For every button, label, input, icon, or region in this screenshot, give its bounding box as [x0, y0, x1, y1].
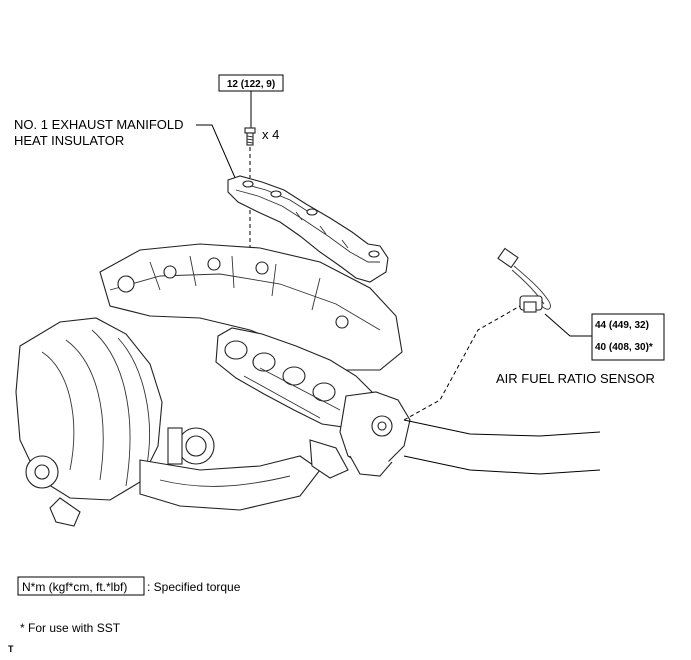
bolt-quantity-label: x 4: [262, 127, 279, 142]
engine-assembly: [15, 243, 403, 527]
insulator-label-line2: HEAT INSULATOR: [14, 133, 124, 148]
insulator-label-leader: [196, 124, 237, 181]
exhaust-pipe-upper: [403, 419, 601, 437]
sensor-label: AIR FUEL RATIO SENSOR: [496, 371, 655, 386]
sensor-torque-text-2: 40 (408, 30)*: [595, 342, 653, 353]
legend-unit-box: [17, 576, 145, 596]
bolt-icon: [244, 127, 256, 146]
exhaust-manifold-part: [215, 327, 411, 477]
sensor-torque-box: [591, 313, 665, 361]
heat-insulator-part: [227, 175, 389, 283]
sensor-torque-leader: [544, 313, 571, 337]
legend-torque-desc: : Specified torque: [147, 580, 241, 594]
sensor-alignment-line: [403, 305, 521, 421]
insulator-torque-text: 12 (122, 9): [227, 79, 275, 90]
footer-marker: T: [8, 644, 14, 654]
air-fuel-ratio-sensor-part: [497, 247, 551, 313]
sensor-torque-text-1: 44 (449, 32): [595, 320, 649, 331]
insulator-label-line1: NO. 1 EXHAUST MANIFOLD: [14, 117, 184, 132]
legend-unit-text: N*m (kgf*cm, ft.*lbf): [22, 580, 127, 594]
legend-sst-note: * For use with SST: [20, 621, 121, 635]
exhaust-pipe-lower: [403, 455, 601, 475]
